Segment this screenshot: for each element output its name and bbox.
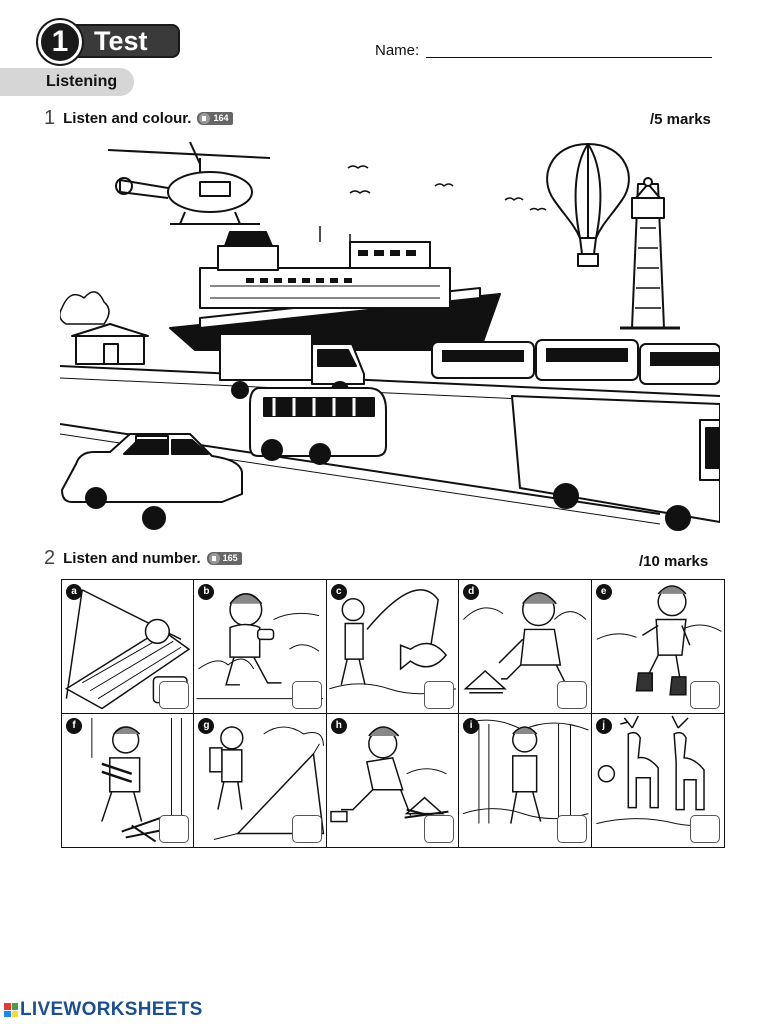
- lorry-icon: [219, 333, 365, 399]
- speaker-icon: [208, 552, 220, 564]
- answer-box[interactable]: [689, 680, 720, 709]
- audio-track-number: 164: [213, 113, 229, 123]
- answer-box[interactable]: [291, 815, 322, 843]
- picture-letter: g: [198, 717, 215, 734]
- audio-track-number: 165: [222, 553, 238, 563]
- speaker-icon: [199, 112, 211, 124]
- train-icon: [431, 339, 720, 385]
- answer-box[interactable]: [159, 815, 190, 843]
- answer-box[interactable]: [424, 680, 455, 709]
- eating-sandwich-icon: [196, 593, 324, 700]
- picture-letter: e: [595, 584, 612, 600]
- picture-cell: j: [592, 714, 724, 848]
- question-2-marks: /10 marks: [639, 553, 709, 570]
- answer-box[interactable]: [556, 680, 587, 709]
- hot-air-balloon-icon: [546, 143, 630, 267]
- sleeping-bag-icon: [64, 589, 191, 710]
- helicopter-icon: [107, 141, 271, 225]
- audio-track-164[interactable]: 164: [197, 111, 233, 125]
- deer-icon: [595, 715, 720, 826]
- van-icon: [511, 395, 720, 531]
- brand-text: LIVEWORKSHEETS: [20, 999, 203, 1020]
- picture-letter: b: [198, 584, 215, 600]
- bus-icon: [249, 387, 387, 465]
- name-label: Name:: [375, 42, 420, 59]
- birds-icon: [347, 165, 547, 211]
- test-badge: 1 Test: [38, 20, 180, 64]
- ship-icon: [169, 226, 501, 351]
- picture-cell: h: [327, 713, 460, 847]
- question-2-number: 2: [44, 546, 56, 569]
- picture-cell: e: [591, 580, 724, 714]
- section-label: Listening: [0, 68, 134, 96]
- answer-box[interactable]: [424, 815, 455, 843]
- house-icon: [60, 291, 149, 365]
- picture-cell: i: [459, 713, 592, 847]
- picture-cell: a: [62, 580, 195, 714]
- picture-cell: g: [194, 713, 327, 847]
- footer-brand[interactable]: LIVEWORKSHEETS: [4, 998, 203, 1022]
- picture-letter: h: [330, 717, 347, 734]
- question-1-instruction: Listen and colour.: [63, 109, 192, 127]
- tent-icon: [209, 725, 325, 840]
- picture-letter: j: [595, 717, 612, 734]
- picture-letter: d: [463, 584, 480, 600]
- picture-letter: f: [66, 717, 82, 734]
- picture-cell: b: [194, 580, 327, 714]
- car-icon: [61, 433, 243, 530]
- answer-box[interactable]: [556, 815, 587, 843]
- picture-cell: c: [326, 580, 460, 714]
- picture-letter: c: [330, 584, 347, 600]
- collecting-wood-icon: [91, 717, 182, 842]
- toasting-marshmallow-icon: [463, 592, 587, 694]
- picture-grid: a b c: [61, 579, 725, 848]
- picture-letter: i: [463, 717, 480, 734]
- liveworksheets-logo-icon: [4, 1003, 18, 1017]
- fishing-icon: [329, 589, 456, 695]
- audio-track-165[interactable]: 165: [206, 551, 242, 565]
- name-field[interactable]: [426, 57, 712, 58]
- picture-cell: d: [459, 580, 592, 714]
- answer-box[interactable]: [159, 680, 190, 709]
- answer-box[interactable]: [291, 680, 322, 709]
- campfire-icon: [330, 725, 449, 822]
- question-1-number: 1: [44, 106, 56, 129]
- question-2-instruction: Listen and number.: [63, 549, 201, 567]
- test-number: 1: [38, 20, 82, 64]
- wellington-boots-icon: [596, 585, 722, 696]
- picture-letter: a: [66, 584, 82, 600]
- answer-box[interactable]: [689, 815, 720, 843]
- question-1-heading: 1 Listen and colour. 164: [44, 106, 233, 130]
- question-2-heading: 2 Listen and number. 165: [44, 546, 242, 570]
- question-1-marks: /5 marks: [650, 111, 711, 128]
- picture-cell: f: [62, 713, 195, 847]
- test-label: Test: [62, 24, 180, 58]
- transport-scene[interactable]: [60, 138, 720, 538]
- lighthouse-icon: [620, 177, 680, 330]
